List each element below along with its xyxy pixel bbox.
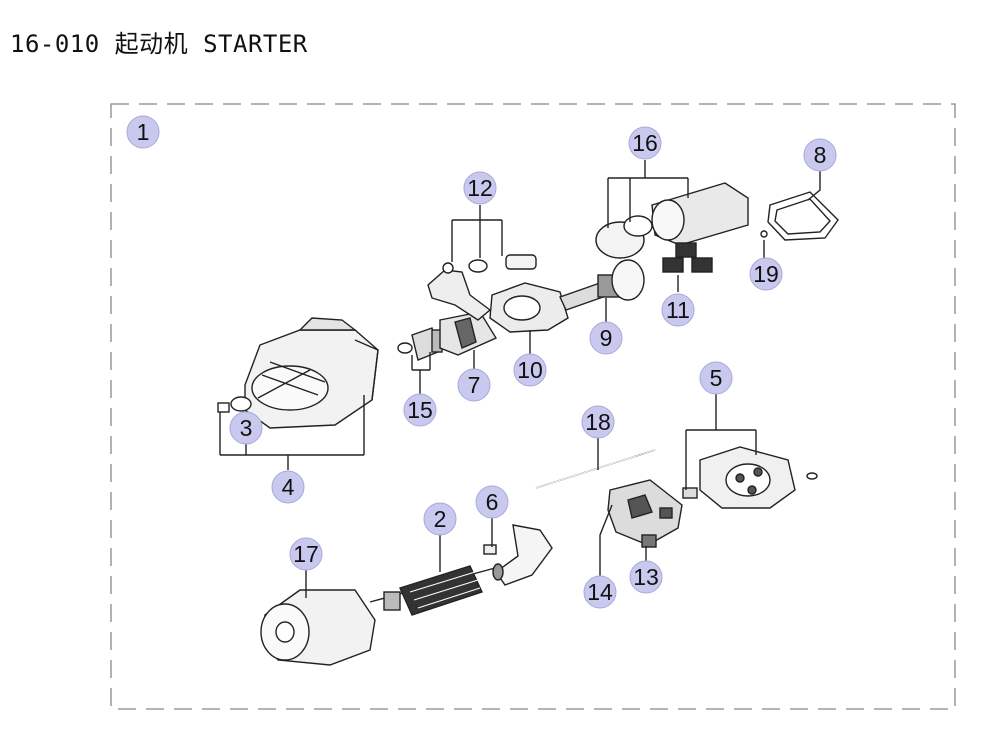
part-17-yoke — [260, 589, 376, 666]
leader-lines — [219, 160, 821, 598]
part-8-gasket — [767, 191, 839, 241]
part-9-gear-shaft — [559, 259, 645, 311]
part-7-clutch — [439, 311, 498, 356]
callout-3: 3 — [229, 411, 263, 445]
part-4-drive-housing — [244, 317, 379, 429]
callout-4: 4 — [271, 470, 305, 504]
callout-8-label: 8 — [814, 142, 827, 168]
part-14-brush-holder — [607, 479, 683, 546]
callout-4-label: 4 — [282, 474, 295, 500]
part-16-solenoid — [595, 182, 749, 259]
callout-11-label: 11 — [666, 297, 690, 323]
callout-6: 6 — [475, 485, 509, 519]
callout-2: 2 — [423, 502, 457, 536]
callout-7-label: 7 — [468, 372, 481, 398]
callout-11: 11 — [661, 293, 695, 327]
callout-7: 7 — [457, 368, 491, 402]
part-12-lever-set — [427, 254, 537, 321]
part-10-gear-housing — [489, 282, 569, 333]
callout-14-label: 14 — [587, 579, 613, 605]
callout-18: 18 — [581, 405, 615, 439]
callout-16: 16 — [628, 126, 662, 160]
callout-12: 12 — [463, 171, 497, 205]
callout-18-label: 18 — [585, 409, 611, 435]
callout-17-label: 17 — [293, 541, 319, 567]
callout-5-label: 5 — [710, 365, 723, 391]
callout-12-label: 12 — [467, 175, 493, 201]
callout-13-label: 13 — [633, 564, 659, 590]
part-5-rear-cover — [682, 446, 818, 509]
part-11-terminal-blocks — [662, 242, 713, 273]
callout-9: 9 — [589, 321, 623, 355]
callout-1-label: 1 — [137, 119, 150, 145]
part-19-ball — [760, 230, 768, 238]
callout-1: 1 — [126, 115, 160, 149]
callout-9-label: 9 — [600, 325, 613, 351]
callout-16-label: 16 — [632, 130, 658, 156]
callout-5: 5 — [699, 361, 733, 395]
callout-17: 17 — [289, 537, 323, 571]
callout-3-label: 3 — [240, 415, 253, 441]
callout-19: 19 — [749, 257, 783, 291]
part-18-through-bolt — [535, 449, 656, 489]
callout-8: 8 — [803, 138, 837, 172]
part-13-brush — [641, 534, 657, 548]
callout-13: 13 — [629, 560, 663, 594]
callout-15-label: 15 — [407, 397, 433, 423]
part-15-pinion — [397, 327, 443, 361]
callout-15: 15 — [403, 393, 437, 427]
part-3-washers — [217, 396, 252, 413]
callout-19-label: 19 — [753, 261, 779, 287]
callout-6-label: 6 — [486, 489, 499, 515]
part-6-bracket — [483, 524, 553, 586]
callout-10: 10 — [513, 353, 547, 387]
callout-2-label: 2 — [434, 506, 447, 532]
callout-10-label: 10 — [517, 357, 543, 383]
callout-14: 14 — [583, 575, 617, 609]
assembly-frame — [110, 103, 956, 710]
page-title: 16-010 起动机 STARTER — [10, 30, 308, 58]
part-2-armature — [369, 563, 504, 616]
